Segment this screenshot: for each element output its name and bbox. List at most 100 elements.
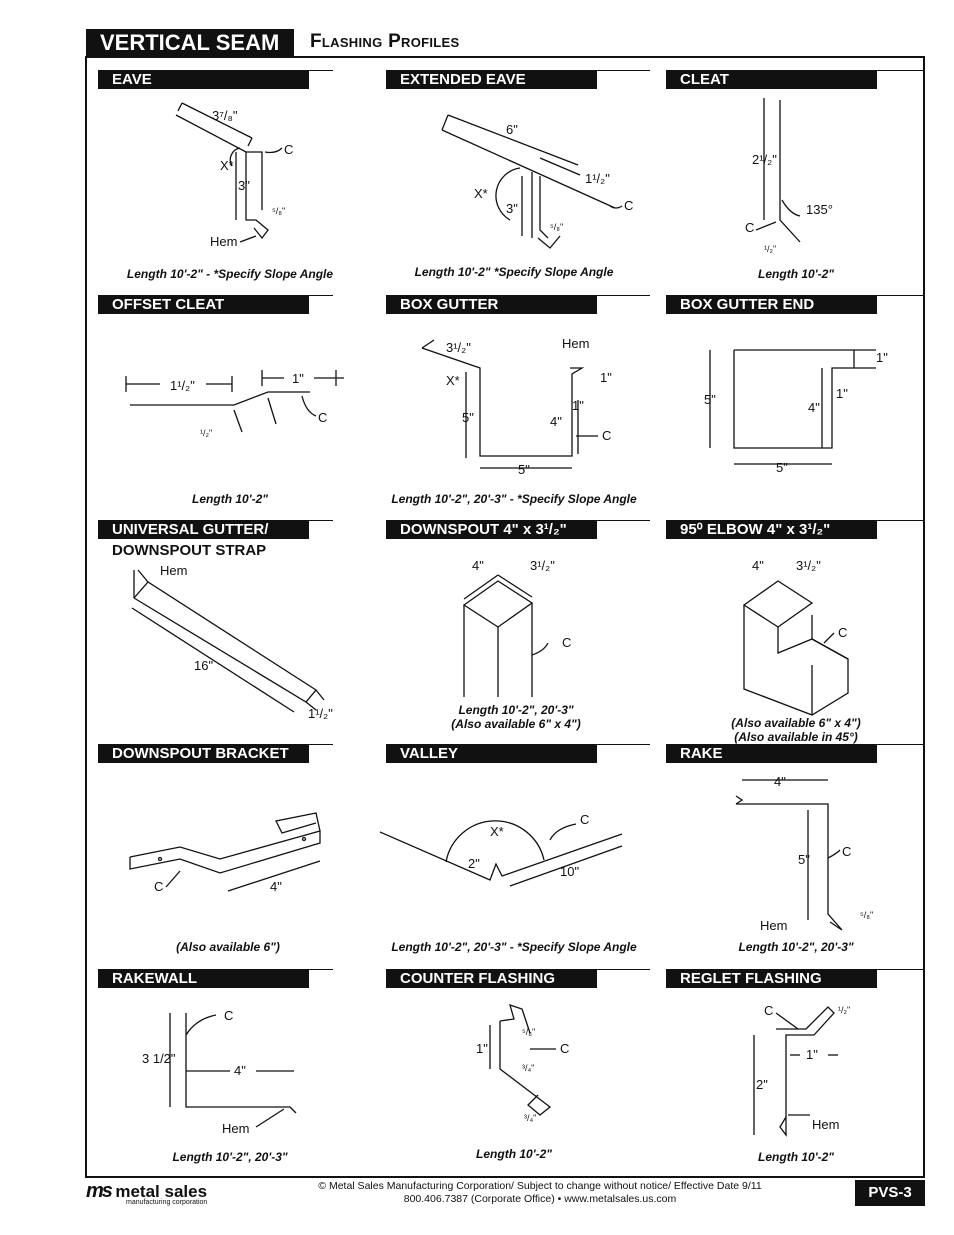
cleat-height-dim: 2¹/₂" [752, 152, 777, 167]
panel-title-eave: EAVE [98, 71, 309, 89]
eave-hem-dim: ⁵/₈" [272, 206, 285, 216]
footer-line-2: 800.406.7387 (Corporate Office) • www.me… [403, 1193, 677, 1205]
page-code: PVS-3 [855, 1180, 925, 1206]
downspout-bracket-diagram: C 4" [129, 812, 321, 894]
box-gutter-lip-dim: 1" [572, 398, 584, 413]
rake-hem-label: Hem [760, 918, 787, 933]
box-gutter-end-diagram: 1" 5" 4" 1" 5" [704, 349, 888, 475]
panel-title-counter-flashing: COUNTER FLASHING [386, 970, 597, 988]
panel-title-reglet-flashing: REGLET FLASHING [666, 970, 877, 988]
logo-mark: ms [86, 1180, 113, 1202]
ext-eave-caption: Length 10'-2" *Specify Slope Angle [414, 265, 614, 279]
downspout-caption: Length 10'-2", 20'-3" [458, 703, 574, 717]
rake-diagram: 4" C 5" Hem ⁵/₈" [735, 774, 873, 933]
valley-caption: Length 10'-2", 20'-3" - *Specify Slope A… [391, 940, 637, 954]
rake-height-dim: 5" [798, 852, 810, 867]
footer-line-1: © Metal Sales Manufacturing Corporation/… [318, 1180, 762, 1192]
eave-diagram: 3⁷/₈" C X* 3" ⁵/₈" Hem [175, 102, 293, 249]
box-gutter-end-inner-dim: 1" [836, 386, 848, 401]
logo-sub: manufacturing corporation [126, 1199, 208, 1206]
downspout-w-dim: 4" [472, 558, 484, 573]
box-gutter-end-tab-dim: 1" [876, 350, 888, 365]
rakewall-caption: Length 10'-2", 20'-3" [172, 1150, 288, 1164]
eave-caption: Length 10'-2" - *Specify Slope Angle [126, 267, 334, 281]
strap-length-dim: 16" [194, 658, 213, 673]
bracket-c-label: C [154, 879, 163, 894]
box-gutter-diagram: 3¹/₂" Hem X* 1" 1" 5" 4" C 5" [421, 336, 612, 477]
box-gutter-caption: Length 10'-2", 20'-3" - *Specify Slope A… [391, 492, 637, 506]
reglet-small-dim: ¹/₂" [838, 1005, 850, 1015]
elbow-caption: (Also available 6" x 4") [731, 716, 861, 730]
downspout-caption-2: (Also available 6" x 4") [451, 717, 581, 731]
eave-x-label: X* [220, 158, 234, 173]
box-gutter-x-label: X* [446, 373, 460, 388]
downspout-c-label: C [562, 635, 571, 650]
panel-title-offset-cleat: OFFSET CLEAT [98, 296, 309, 314]
rake-c-label: C [842, 844, 851, 859]
rake-top-dim: 4" [774, 774, 786, 789]
eave-height-dim: 3" [238, 178, 250, 193]
counter-flashing-diagram: ⁵/₈" 1" C ³/₄" ³/₄" [476, 1003, 569, 1123]
elbow-c-label: C [838, 625, 847, 640]
counter-mid-dim: ³/₄" [522, 1063, 534, 1073]
box-gutter-end-left-dim: 5" [704, 392, 716, 407]
elbow-caption-2: (Also available in 45°) [734, 730, 858, 744]
counter-bottom-dim: ³/₄" [524, 1113, 536, 1123]
valley-side-dim: 10" [560, 864, 579, 879]
strap-width-dim: 1¹/₂" [308, 706, 333, 721]
panel-title-universal-gutter: UNIVERSAL GUTTER/ [98, 521, 309, 539]
counter-flashing-caption: Length 10'-2" [476, 1147, 552, 1161]
reglet-arm-dim: 1" [806, 1047, 818, 1062]
offset-cleat-caption: Length 10'-2" [192, 492, 268, 506]
box-gutter-end-bottom-dim: 5" [776, 460, 788, 475]
valley-c-label: C [580, 812, 589, 827]
panel-title-downspout: DOWNSPOUT 4" x 3¹/₂" [386, 521, 597, 539]
profiles-frame [85, 56, 925, 1178]
panel-title-downspout-strap: DOWNSPOUT STRAP [112, 542, 267, 559]
page-title: VERTICAL SEAM [86, 29, 294, 56]
cleat-c-label: C [745, 220, 754, 235]
counter-top-dim: ⁵/₈" [522, 1027, 535, 1037]
valley-x-label: X* [490, 824, 504, 839]
strap-hem-label: Hem [160, 563, 187, 578]
rakewall-hem-label: Hem [222, 1121, 249, 1136]
reglet-height-dim: 2" [756, 1077, 768, 1092]
reglet-flashing-diagram: 2" C ¹/₂" 1" Hem [753, 1003, 850, 1137]
elbow-d-dim: 3¹/₂" [796, 558, 821, 573]
rake-caption: Length 10'-2", 20'-3" [738, 940, 854, 954]
box-gutter-end-right-dim: 4" [808, 400, 820, 415]
bracket-length-dim: 4" [270, 879, 282, 894]
box-gutter-hem-label: Hem [562, 336, 589, 351]
ext-eave-top-dim: 6" [506, 122, 518, 137]
panel-title-extended-eave: EXTENDED EAVE [386, 71, 597, 89]
box-gutter-c-label: C [602, 428, 611, 443]
ext-eave-hem-dim: ⁵/₈" [550, 222, 563, 232]
ext-eave-c-label: C [624, 198, 633, 213]
offset-cleat-diagram: 1¹/₂" 1" ¹/₂" C [125, 370, 344, 438]
eave-hem-label: Hem [210, 234, 237, 249]
logo-name: metal sales [115, 1182, 208, 1201]
box-gutter-left-dim: 5" [462, 410, 474, 425]
panel-title-rakewall: RAKEWALL [98, 970, 309, 988]
eave-top-dim: 3⁷/₈" [212, 108, 238, 123]
eave-c-label: C [284, 142, 293, 157]
offset-cleat-offset-dim: ¹/₂" [200, 428, 212, 438]
elbow-w-dim: 4" [752, 558, 764, 573]
panel-title-elbow: 95⁰ ELBOW 4" x 3¹/₂" [666, 521, 877, 539]
extended-eave-diagram: 6" 1¹/₂" X* 3" ⁵/₈" C [441, 114, 633, 249]
cleat-caption: Length 10'-2" [758, 267, 834, 281]
universal-gutter-diagram: Hem 16" 1¹/₂" [131, 563, 333, 721]
panel-title-downspout-bracket: DOWNSPOUT BRACKET [98, 745, 309, 763]
cleat-angle-label: 135° [806, 202, 833, 217]
footer-text: © Metal Sales Manufacturing Corporation/… [300, 1180, 780, 1206]
reglet-hem-label: Hem [812, 1117, 839, 1132]
bracket-caption: (Also available 6") [176, 940, 280, 954]
panel-title-rake: RAKE [666, 745, 877, 763]
cleat-diagram: 2¹/₂" 135° C ¹/₂" [745, 98, 833, 254]
box-gutter-top-dim: 3¹/₂" [446, 340, 471, 355]
downspout-d-dim: 3¹/₂" [530, 558, 555, 573]
box-gutter-bottom-dim: 5" [518, 462, 530, 477]
reglet-c-label: C [764, 1003, 773, 1018]
panel-title-box-gutter: BOX GUTTER [386, 296, 597, 314]
panel-title-valley: VALLEY [386, 745, 597, 763]
